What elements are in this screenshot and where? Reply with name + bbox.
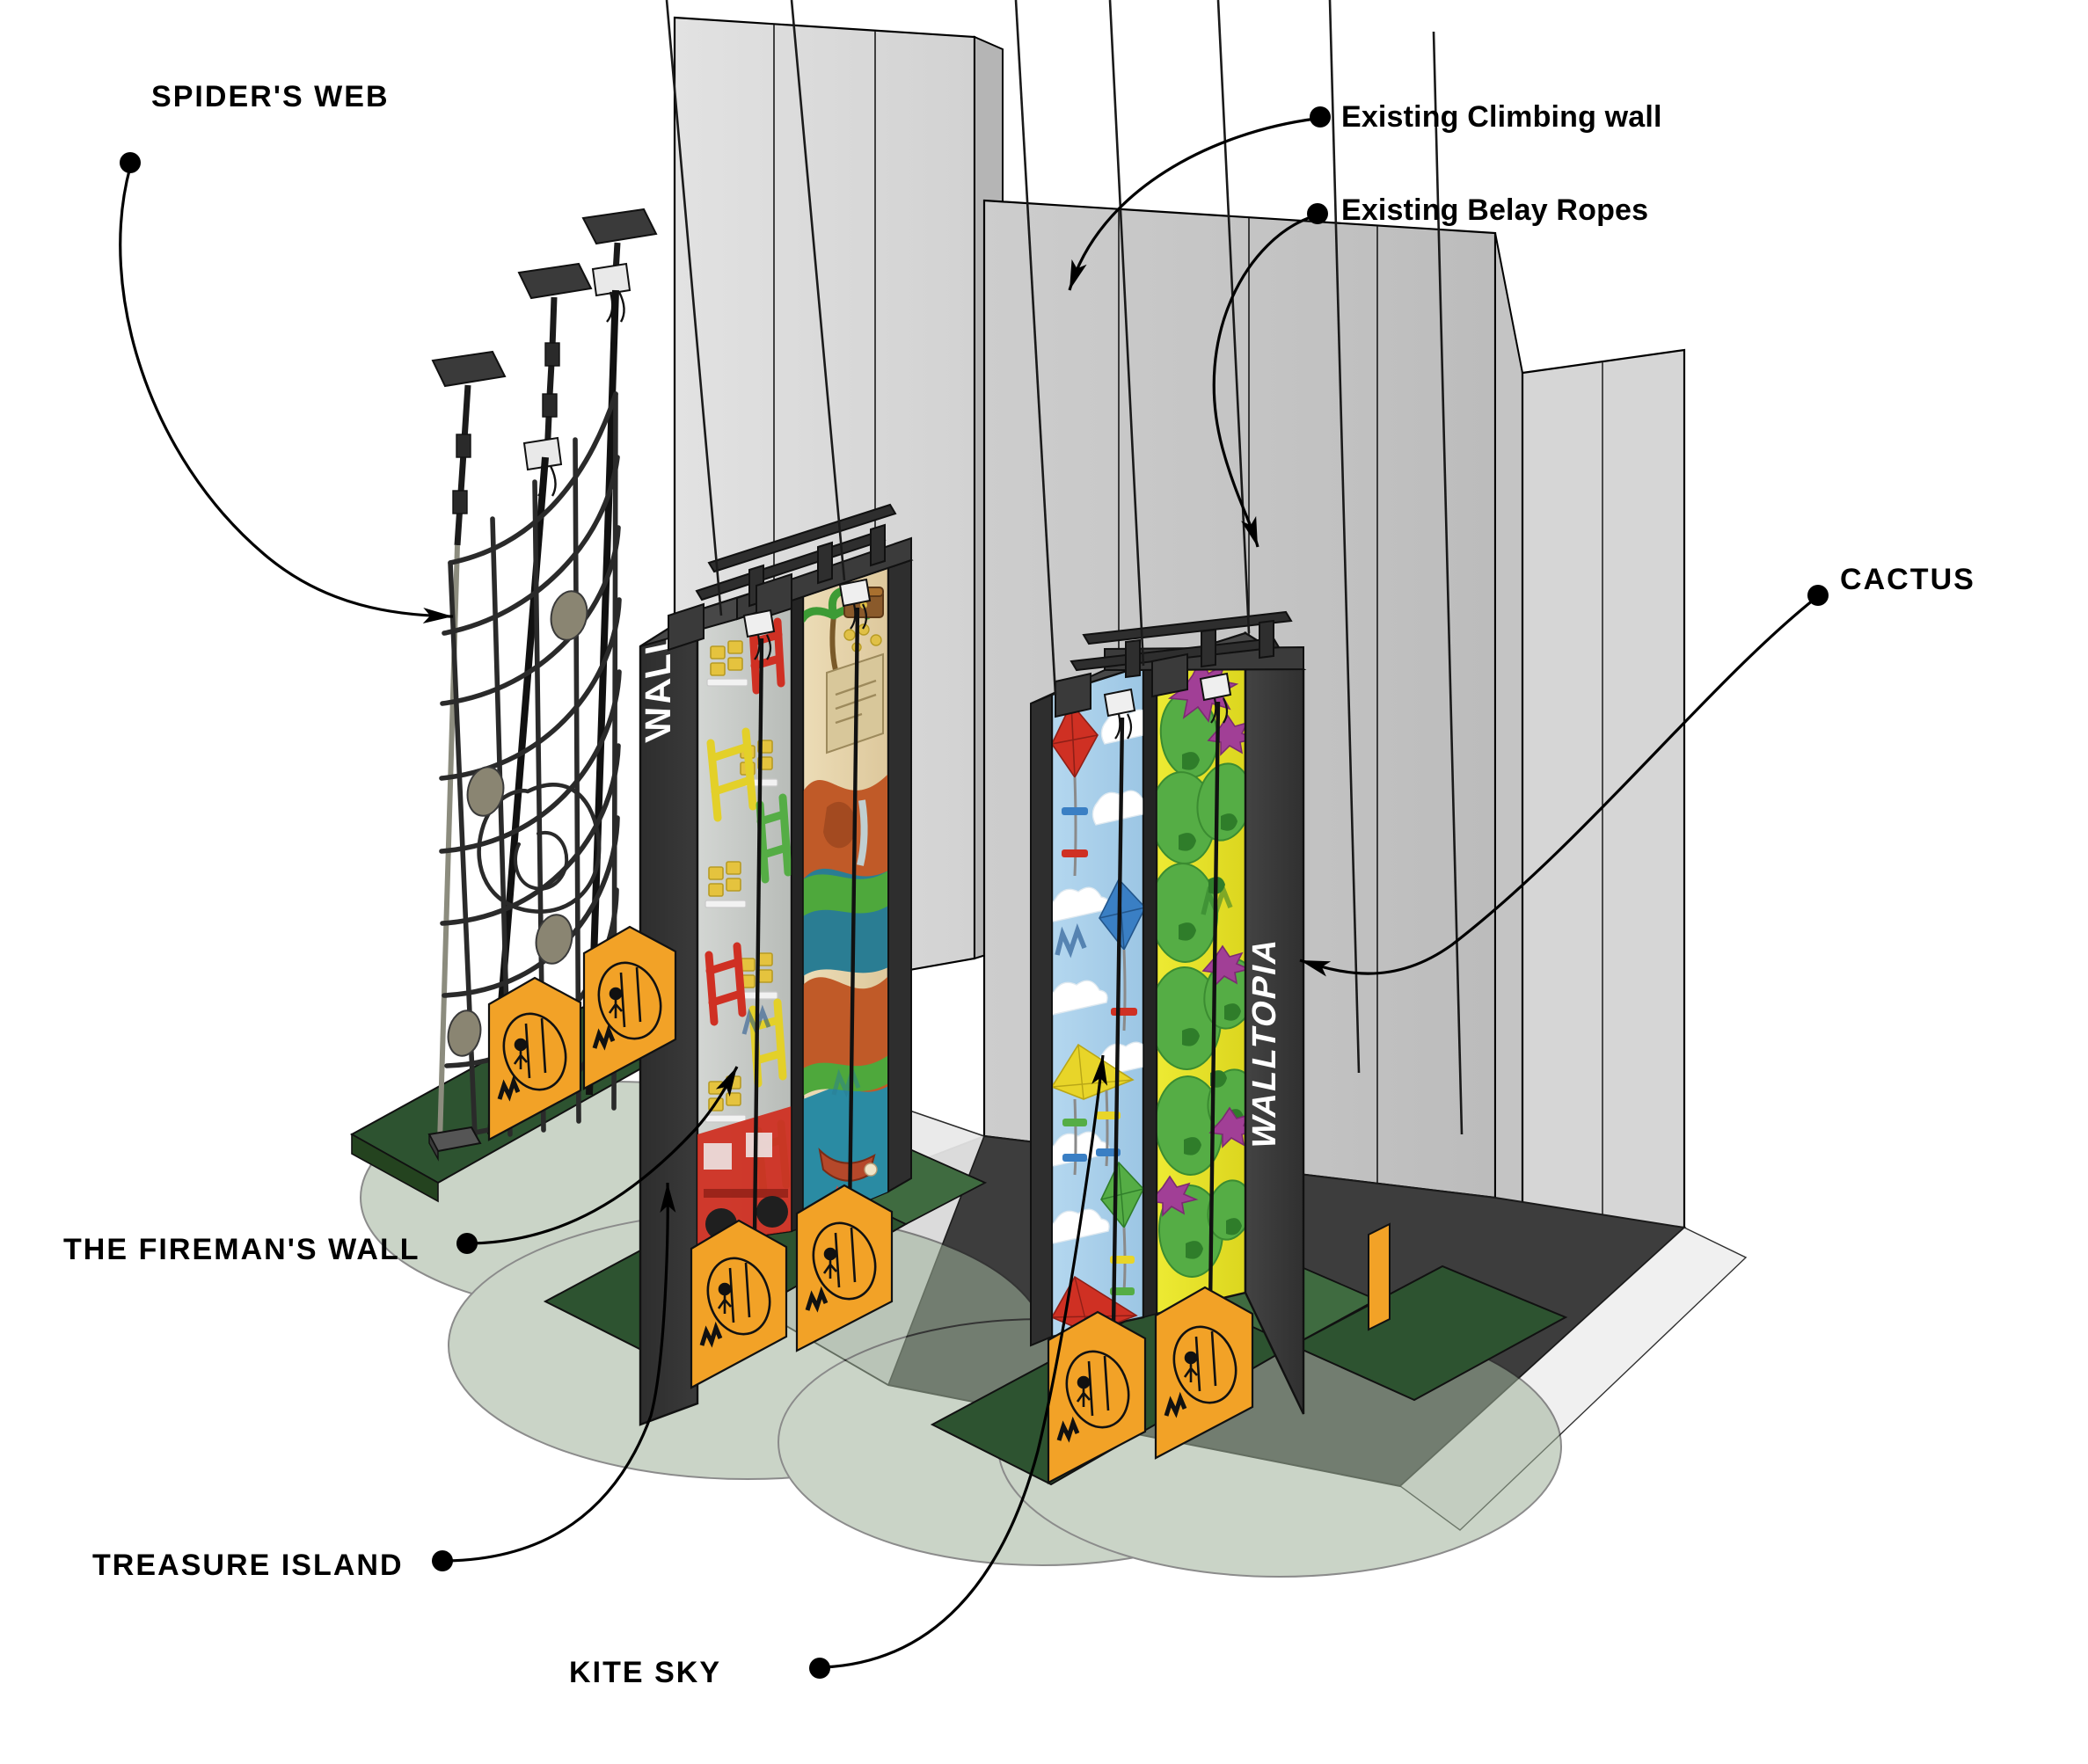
cloud-graphic bbox=[1052, 709, 1143, 1244]
callout-label-kite-sky: KITE SKY bbox=[569, 1656, 722, 1689]
tower-right-edge bbox=[887, 548, 912, 1193]
tower-panel-divider bbox=[791, 575, 804, 1233]
callout-arrowhead bbox=[1300, 960, 1332, 977]
callout-anchor-dot bbox=[432, 1550, 453, 1571]
tower-top-frame bbox=[639, 503, 914, 652]
instruction-sign bbox=[795, 1184, 894, 1352]
callout-leader-line bbox=[471, 1066, 739, 1245]
callout-leader-line bbox=[823, 1054, 1105, 1669]
callout-anchor-dot bbox=[1807, 585, 1829, 606]
callout-leader-lines bbox=[119, 117, 1815, 1669]
callout-arrowhead bbox=[1091, 1055, 1108, 1086]
callout-arrowhead bbox=[715, 1067, 737, 1097]
belay-device-icon bbox=[1103, 688, 1136, 740]
safety-mat bbox=[1290, 1265, 1568, 1402]
callout-arrowhead bbox=[1070, 259, 1087, 290]
callout-leader-line bbox=[119, 166, 454, 618]
callout-anchor-dot bbox=[1307, 203, 1328, 224]
web-ground-anchor bbox=[427, 1126, 482, 1162]
callout-arrowhead bbox=[422, 608, 453, 624]
instruction-sign bbox=[1368, 1222, 1391, 1331]
callout-anchor-dot bbox=[809, 1658, 830, 1679]
callout-leader-line bbox=[446, 1182, 669, 1563]
panel-watermark bbox=[831, 1065, 861, 1098]
tower-top-frame bbox=[1030, 610, 1307, 718]
belay-rope bbox=[1208, 701, 1221, 1308]
belay-rope bbox=[1111, 717, 1125, 1329]
web-foothold bbox=[447, 590, 588, 1057]
signage-group bbox=[487, 925, 1391, 1484]
cactus-pad bbox=[1157, 692, 1245, 1278]
fire-engine-graphic bbox=[697, 1106, 792, 1244]
callout-label-spiders-web: SPIDER'S WEB bbox=[151, 80, 390, 113]
callout-label-cactus: CACTUS bbox=[1840, 563, 1975, 596]
tower-panel-divider bbox=[1143, 660, 1157, 1319]
callout-label-existing-belay-ropes: Existing Belay Ropes bbox=[1341, 193, 1649, 227]
panel-watermark bbox=[1055, 923, 1087, 959]
belay-device-icon bbox=[838, 578, 872, 630]
callout-leader-line bbox=[1299, 598, 1815, 975]
instruction-sign bbox=[1047, 1310, 1147, 1484]
existing-belay-ropes-group bbox=[665, 0, 1464, 1135]
web-anchor-plate bbox=[581, 208, 658, 323]
tower-left-edge bbox=[1030, 693, 1053, 1347]
belay-device-icon bbox=[1199, 672, 1232, 724]
callout-arrowheads bbox=[422, 259, 1332, 1214]
instruction-sign bbox=[690, 1219, 788, 1389]
callout-label-existing-climbing-wall: Existing Climbing wall bbox=[1341, 100, 1662, 134]
safety-mat-edge bbox=[351, 1133, 439, 1203]
callout-anchor-dots bbox=[120, 106, 1829, 1679]
instruction-sign bbox=[487, 976, 582, 1141]
existing-wall-panel bbox=[1494, 232, 1523, 1215]
callout-anchor-dot bbox=[456, 1233, 478, 1254]
callout-anchor-dot bbox=[120, 152, 141, 173]
brand-logo-walltopia: WALLTOPIA bbox=[1245, 933, 1283, 1152]
callout-anchor-dot bbox=[1310, 106, 1331, 128]
svg-text:WALLTOPIA: WALLTOPIA bbox=[1245, 933, 1283, 1152]
belay-rope bbox=[752, 638, 764, 1236]
belay-device-icon bbox=[742, 609, 776, 660]
kite-graphic bbox=[1052, 1043, 1135, 1176]
web-anchor-plate bbox=[431, 350, 507, 546]
belay-rope bbox=[847, 607, 860, 1216]
instruction-sign bbox=[1154, 1286, 1254, 1460]
callout-leader-line bbox=[1068, 117, 1317, 291]
tower-left: WALLTOPIA bbox=[637, 503, 914, 1426]
callout-label-treasure-island: TREASURE ISLAND bbox=[92, 1549, 404, 1582]
kite-graphic bbox=[1052, 702, 1099, 877]
instruction-sign bbox=[582, 925, 677, 1090]
callout-arrowhead bbox=[660, 1183, 676, 1214]
web-anchor-plate bbox=[517, 262, 593, 497]
treasure-island-art bbox=[803, 587, 888, 1228]
callout-arrowhead bbox=[1241, 515, 1258, 547]
web-pulley-icon bbox=[591, 262, 632, 323]
callout-label-the-firemans-wall: THE FIREMAN'S WALL bbox=[63, 1233, 420, 1266]
cactus-art bbox=[1157, 656, 1245, 1278]
tower-right: WALLTOPIA bbox=[1030, 610, 1307, 1415]
existing-wall-panel bbox=[1521, 348, 1686, 1229]
callout-leader-line bbox=[1212, 215, 1314, 548]
